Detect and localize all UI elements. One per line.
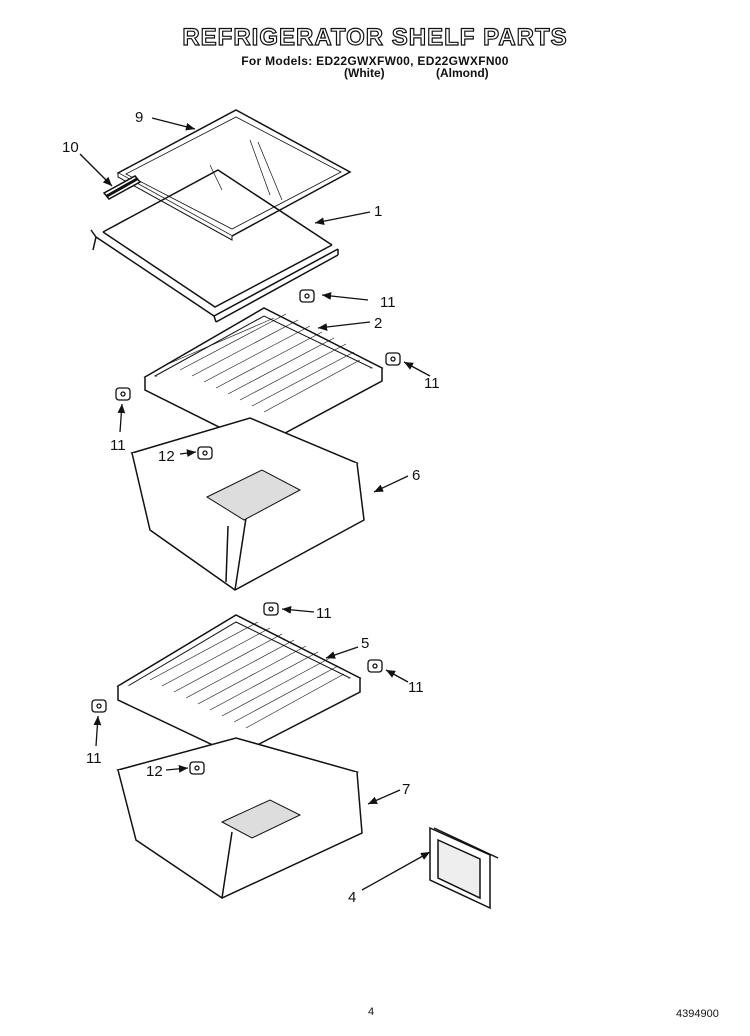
models-line: For Models: ED22GWXFW00, ED22GWXFN00	[241, 54, 509, 68]
shelf-trim-part-10	[102, 175, 142, 200]
variant-white: (White)	[344, 66, 385, 80]
glass-shelf-part-9	[116, 109, 352, 241]
callout-11: 11	[424, 375, 440, 392]
screw-part-12-a	[197, 446, 213, 460]
callout-6: 6	[412, 467, 420, 484]
callout-12: 12	[158, 448, 175, 465]
shelf-frame-part-1	[90, 169, 339, 323]
callout-10: 10	[62, 139, 79, 156]
page-number: 4	[368, 1006, 375, 1018]
screw-part-12-b	[189, 761, 205, 775]
variant-almond: (Almond)	[436, 66, 489, 80]
callout-7: 7	[402, 781, 410, 798]
diagram-header: REFRIGERATOR SHELF PARTS For Models: ED2…	[0, 23, 750, 68]
document-code: 4394900	[676, 1008, 719, 1020]
callout-11: 11	[110, 437, 126, 454]
page-title: REFRIGERATOR SHELF PARTS	[182, 23, 568, 51]
crisper-drawer-part-7	[115, 737, 363, 899]
crisper-cover-part-2	[143, 307, 384, 448]
clip-part-11-b	[385, 352, 401, 366]
callout-11: 11	[86, 750, 102, 767]
callout-11: 11	[380, 294, 396, 311]
callout-11: 11	[408, 679, 424, 696]
fasteners	[91, 289, 401, 775]
callout-5: 5	[361, 635, 369, 652]
callout-4: 4	[348, 889, 356, 906]
clip-part-11-a	[299, 289, 315, 303]
clip-part-11-d	[263, 602, 279, 616]
callout-11: 11	[316, 605, 332, 622]
callout-9: 9	[135, 109, 143, 126]
leader-lines	[79, 117, 431, 891]
clip-part-11-e	[367, 659, 383, 673]
bracket-part-4	[429, 826, 499, 910]
crisper-drawer-part-6	[130, 417, 365, 591]
clip-part-11-c	[115, 387, 131, 401]
callout-12: 12	[146, 763, 163, 780]
callout-2: 2	[374, 315, 382, 332]
callout-1: 1	[374, 203, 382, 220]
crisper-cover-part-5	[116, 614, 362, 757]
clip-part-11-f	[91, 699, 107, 713]
callout-numbers: 9 10 1 11 2 11 11 12 6 11 5 11 11 12 7 4	[62, 109, 440, 906]
